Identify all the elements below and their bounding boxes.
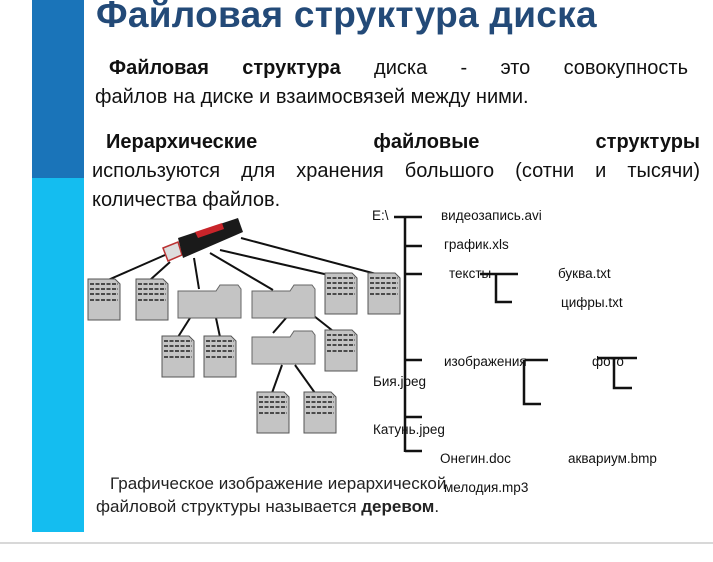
- tree-folder-images: изображения: [444, 354, 527, 369]
- hierarchy-text: используются для хранения большого (сотн…: [92, 160, 700, 211]
- folder-icon: [251, 330, 316, 365]
- file-icon: [324, 272, 358, 315]
- caption-period: .: [434, 497, 440, 516]
- file-icon: [324, 329, 358, 372]
- tree-file-onegin: Онегин.doc: [440, 451, 511, 466]
- file-icon: [367, 272, 401, 315]
- side-bar-light: [32, 178, 84, 532]
- tree-file-letter: буква.txt: [558, 266, 611, 281]
- tree-file-biya: Бия.jpeg: [373, 374, 426, 389]
- term-bold: Файловая структура: [109, 57, 341, 79]
- side-bar-dark: [32, 0, 84, 178]
- tree-file-video: видеозапись.avi: [441, 208, 542, 223]
- tree-file-digits: цифры.txt: [561, 295, 623, 310]
- caption-line2: файловой структуры называется: [96, 497, 362, 516]
- caption: Графическое изображение иерархической фа…: [96, 472, 616, 518]
- file-icon: [303, 391, 337, 434]
- definition-text-line2: файлов на диске и взаимосвязей между ним…: [95, 86, 529, 108]
- caption-bold-term: деревом: [361, 497, 435, 516]
- hierarchy-term: Иерархические файловые структуры: [106, 131, 700, 153]
- hierarchy-paragraph: Иерархические файловые структуры использ…: [92, 128, 700, 215]
- bottom-divider: [0, 542, 713, 544]
- caption-line1: Графическое изображение иерархической: [110, 474, 447, 493]
- file-icon: [161, 335, 195, 378]
- tree-file-chart: график.xls: [444, 237, 509, 252]
- tree-file-katun: Катунь.jpeg: [373, 422, 445, 437]
- tree-folder-texts: тексты: [449, 266, 492, 281]
- connector-lines: [107, 237, 381, 394]
- tree-root-label: E:\: [372, 208, 389, 223]
- tree-folder-photo: фото: [592, 354, 624, 369]
- file-icon: [135, 278, 169, 321]
- tree-lines: [394, 215, 637, 453]
- flash-drive-icon: [162, 218, 243, 262]
- file-icon: [256, 391, 290, 434]
- definition-paragraph: Файловая структура диска - это совокупно…: [95, 54, 688, 112]
- tree-file-aquarium: аквариум.bmp: [568, 451, 657, 466]
- folder-icon: [177, 284, 242, 319]
- file-icon: [203, 335, 237, 378]
- file-icon: [87, 278, 121, 321]
- tree-file-melody: мелодия.mp3: [444, 480, 529, 495]
- definition-text: диска - это совокупность: [340, 57, 688, 79]
- folder-icon: [251, 284, 316, 319]
- slide-title: Файловая структура диска: [96, 0, 597, 35]
